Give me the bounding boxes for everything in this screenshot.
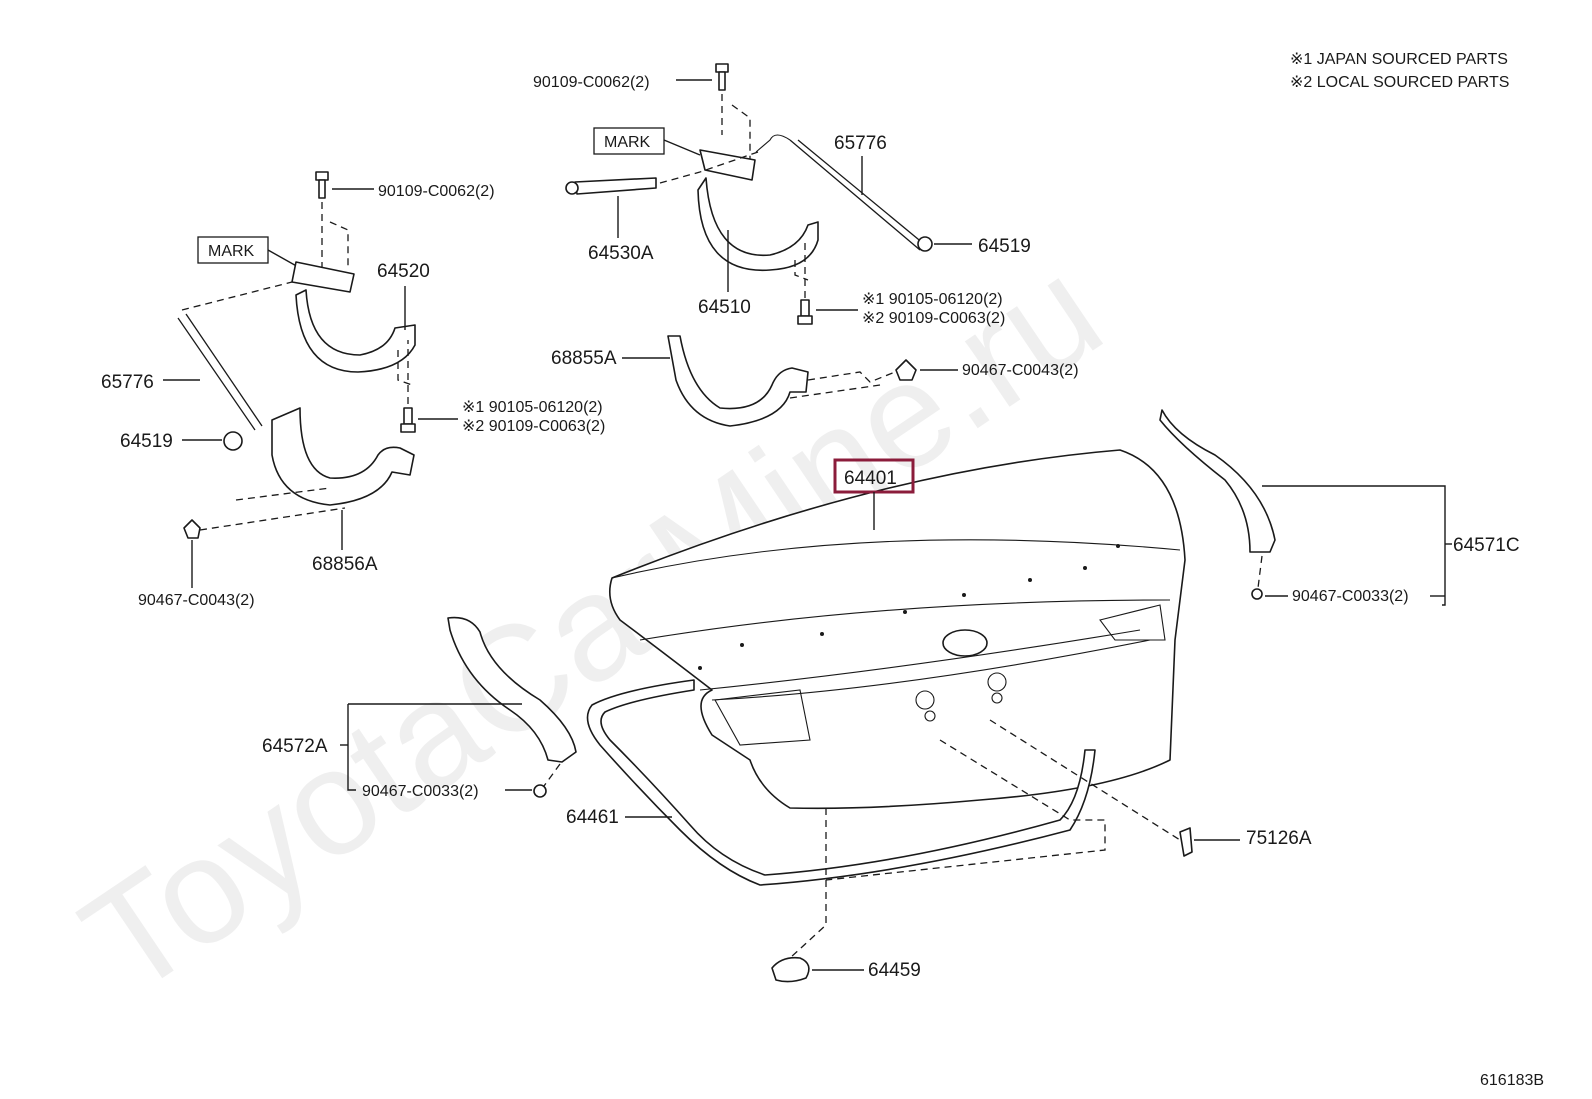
label-bolt-top[interactable]: 90109-C0062(2) xyxy=(533,74,650,91)
label-64519-top[interactable]: 64519 xyxy=(978,236,1031,257)
bracket-68855a-part[interactable] xyxy=(667,335,809,427)
label-clip-left[interactable]: 90467-C0043(2) xyxy=(138,592,255,609)
label-bolt-left[interactable]: 90109-C0062(2) xyxy=(378,183,495,200)
label-64510[interactable]: 64510 xyxy=(698,297,751,318)
label-64461[interactable]: 64461 xyxy=(566,807,619,828)
clip-top-part[interactable] xyxy=(895,359,917,381)
label-64530a[interactable]: 64530A xyxy=(588,243,654,264)
label-mark-top: MARK xyxy=(604,134,651,151)
hinge-64520-part[interactable] xyxy=(291,261,416,373)
label-64401[interactable]: 64401 xyxy=(844,468,897,489)
bolt-top[interactable] xyxy=(715,63,729,91)
mark-box-top xyxy=(593,127,665,155)
label-clip-top[interactable]: 90467-C0043(2) xyxy=(962,362,1079,379)
bracket-68856a-part[interactable] xyxy=(271,407,415,506)
label-bolt-mid-1[interactable]: ※1 90105-06120(2) xyxy=(862,291,1003,308)
label-75126a[interactable]: 75126A xyxy=(1246,828,1312,849)
part-75126a[interactable] xyxy=(1179,827,1193,857)
label-68856a[interactable]: 68856A xyxy=(312,554,378,575)
label-64520[interactable]: 64520 xyxy=(377,261,430,282)
figure-code: 616183B xyxy=(1480,1072,1544,1089)
clip-64571c[interactable] xyxy=(1251,588,1263,600)
label-bolt-left-1[interactable]: ※1 90105-06120(2) xyxy=(462,399,603,416)
label-bolt-mid-2[interactable]: ※2 90109-C0063(2) xyxy=(862,310,1005,327)
clip-64572a[interactable] xyxy=(533,784,547,798)
grommet-64519-top[interactable] xyxy=(917,236,933,252)
label-64572a[interactable]: 64572A xyxy=(262,736,328,757)
label-64571c[interactable]: 64571C xyxy=(1453,535,1520,556)
label-64519-left[interactable]: 64519 xyxy=(120,431,173,452)
grommet-64519-left[interactable] xyxy=(223,431,243,451)
trunk-lid-part[interactable] xyxy=(609,449,1186,810)
label-bolt-left-2[interactable]: ※2 90109-C0063(2) xyxy=(462,418,605,435)
label-65776-top[interactable]: 65776 xyxy=(834,133,887,154)
note-japan-sourced: ※1 JAPAN SOURCED PARTS xyxy=(1290,51,1508,68)
bolt-left[interactable] xyxy=(315,171,329,199)
spring-65776-top[interactable] xyxy=(755,134,925,251)
label-68855a[interactable]: 68855A xyxy=(551,348,617,369)
label-64459[interactable]: 64459 xyxy=(868,960,921,981)
note-local-sourced: ※2 LOCAL SOURCED PARTS xyxy=(1290,74,1509,91)
label-mark-left: MARK xyxy=(208,243,255,260)
label-clip-bottom[interactable]: 90467-C0033(2) xyxy=(362,783,479,800)
bolt-left-mid[interactable] xyxy=(400,407,416,433)
spring-65776-left[interactable] xyxy=(177,313,263,431)
trim-64572a-part[interactable] xyxy=(447,616,577,763)
clip-left-part[interactable] xyxy=(183,519,201,539)
strut-64530a-part[interactable] xyxy=(565,177,657,195)
label-clip-right[interactable]: 90467-C0033(2) xyxy=(1292,588,1409,605)
label-65776-left[interactable]: 65776 xyxy=(101,372,154,393)
bumper-cushion-part[interactable] xyxy=(771,956,810,983)
hinge-64510-part[interactable] xyxy=(697,149,819,272)
trim-64571c-part[interactable] xyxy=(1159,409,1276,553)
mark-box-left xyxy=(197,236,269,264)
weatherstrip-part[interactable] xyxy=(586,679,1096,886)
bolt-mid[interactable] xyxy=(797,299,813,325)
